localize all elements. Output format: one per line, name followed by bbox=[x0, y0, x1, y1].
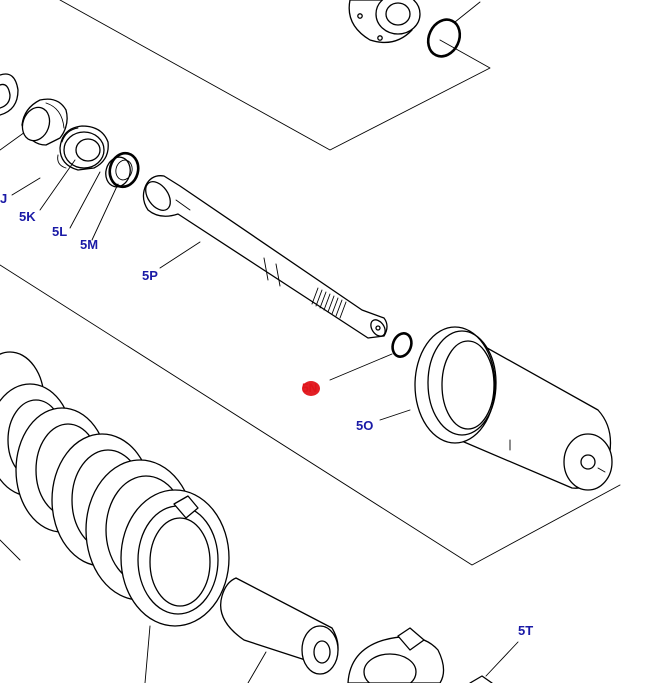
bottom-split-ring-part bbox=[347, 627, 445, 688]
bottom-cylinder-part bbox=[220, 577, 339, 684]
shaft-part-5p bbox=[142, 175, 388, 339]
callout-5m[interactable]: 5M bbox=[80, 237, 99, 252]
callout-5t[interactable]: 5T bbox=[518, 624, 534, 637]
callout-5k[interactable]: 5K bbox=[19, 209, 36, 224]
shaft-thread bbox=[311, 287, 347, 319]
callout-5p[interactable]: 5P bbox=[142, 268, 158, 283]
roller-part-5o bbox=[379, 326, 613, 491]
main-panel-outline bbox=[0, 264, 621, 566]
top-flange-part bbox=[348, 0, 421, 44]
upper-panel-outline bbox=[59, 0, 491, 151]
part-5t-corner bbox=[469, 641, 519, 684]
bushing-part-5l bbox=[57, 125, 109, 171]
callout-5n[interactable]: 5N bbox=[302, 381, 318, 395]
coil-spring-part bbox=[0, 351, 230, 684]
spring-washer-part-5m bbox=[105, 151, 140, 189]
top-snap-ring bbox=[426, 1, 481, 58]
sleeve-part bbox=[21, 98, 68, 146]
callout-5l[interactable]: 5L bbox=[52, 224, 68, 239]
callout-j[interactable]: J bbox=[0, 191, 8, 206]
callout-5o[interactable]: 5O bbox=[356, 418, 374, 433]
highlight-marker bbox=[302, 381, 320, 396]
o-ring-part-5n bbox=[329, 332, 413, 381]
leader-lines-left bbox=[11, 159, 119, 241]
left-edge-part bbox=[0, 73, 26, 151]
